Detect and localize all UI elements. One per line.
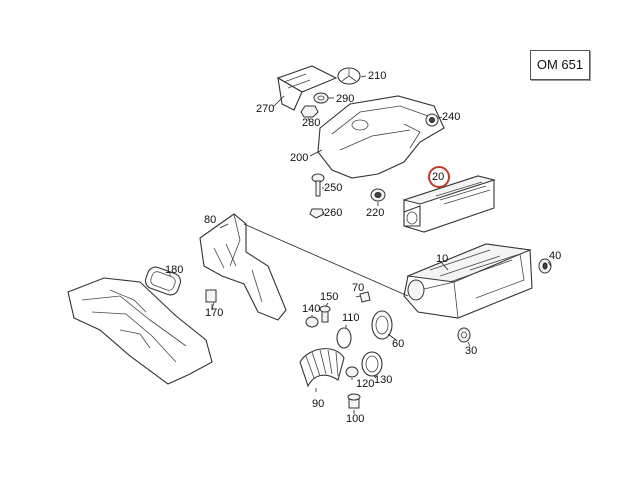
callout-70[interactable]: 70 [352,282,365,294]
highlight-ring [428,166,450,188]
part-140-clip [305,316,319,328]
callout-90[interactable]: 90 [312,398,325,410]
callout-120[interactable]: 120 [356,378,375,390]
callout-250[interactable]: 250 [324,182,343,194]
part-70-bolt [359,291,371,303]
callout-80[interactable]: 80 [204,214,217,226]
callout-220[interactable]: 220 [366,207,385,219]
callout-130[interactable]: 130 [374,374,393,386]
underbody-shield [67,277,213,385]
callout-40[interactable]: 40 [549,250,562,262]
part-90-corrugated-hose [299,348,345,388]
part-180-gasket [144,266,182,296]
part-170-clip [205,289,217,311]
callout-210[interactable]: 210 [368,70,387,82]
part-220-grommet [370,188,386,202]
part-210-emblem [337,67,361,85]
part-130-clamp [361,351,383,377]
part-200-engine-cover [317,95,445,179]
part-110-clamp [336,327,352,349]
part-120-clamp [345,366,359,378]
part-10-air-filter-housing [403,243,533,319]
callout-200[interactable]: 200 [290,152,309,164]
callout-170[interactable]: 170 [205,307,224,319]
callout-280[interactable]: 280 [302,117,321,129]
part-30-rubber-mount [457,327,471,343]
callout-180[interactable]: 180 [165,264,184,276]
engine-code-badge: OM 651 [530,50,590,80]
part-20-air-filter-element [402,175,496,233]
part-270-cover-plate [276,65,338,111]
part-280-nut [300,105,319,118]
part-250-bolt [311,173,325,197]
callout-290[interactable]: 290 [336,93,355,105]
callout-60[interactable]: 60 [392,338,405,350]
callout-100[interactable]: 100 [346,413,365,425]
part-290-grommet [313,92,329,104]
callout-260[interactable]: 260 [324,207,343,219]
part-150-bolt [319,305,331,323]
callout-240[interactable]: 240 [442,111,461,123]
callout-20[interactable]: 20 [432,171,445,183]
part-240-grommet [425,113,439,127]
callout-30[interactable]: 30 [465,345,478,357]
callout-140[interactable]: 140 [302,303,321,315]
part-260-bolt [309,208,325,219]
callout-10[interactable]: 10 [436,253,449,265]
part-100-clamp [347,393,361,409]
part-80-intake-duct [199,213,287,321]
part-60-seal [371,310,393,340]
callout-150[interactable]: 150 [320,291,339,303]
leader-lines [169,75,552,414]
callout-270[interactable]: 270 [256,103,275,115]
callout-110[interactable]: 110 [342,312,360,324]
